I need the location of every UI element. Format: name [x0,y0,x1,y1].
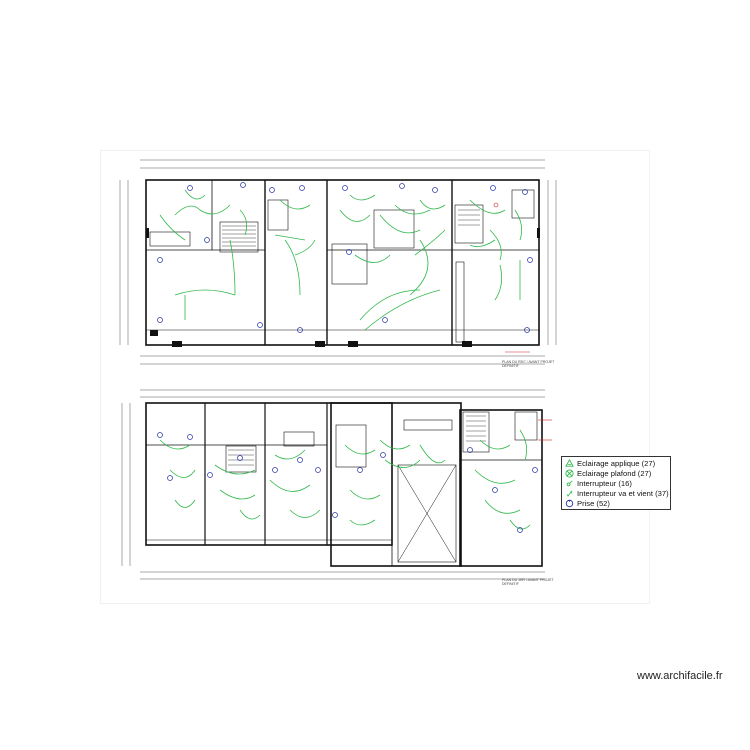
electrical-symbols [157,182,538,533]
legend-item-prise: Prise (52) [565,499,667,509]
top-plan-title: PLAN DU RDC / AVANT PROJET DEFINITIF [502,360,555,368]
top-plan-walls [145,179,540,347]
socket-icon [565,500,574,508]
legend-item-plafond: Eclairage plafond (27) [565,468,667,478]
watermark-link[interactable]: www.archifacile.fr [637,670,723,682]
plan-sheet [100,150,650,604]
bottom-plan-title: PLAN DU 1ER / AVANT PROJET DEFINITIF [502,578,554,586]
legend-label: Eclairage plafond (27) [577,468,652,478]
switch-icon [566,480,573,487]
legend-label: Eclairage applique (27) [577,458,656,468]
top-plan-wiring [159,189,523,331]
legend-label: Prise (52) [577,499,610,509]
two-way-switch-icon [566,490,573,497]
bottom-plan-dimensions [121,389,545,580]
ceiling-light-icon [565,469,574,478]
top-plan-dimensions [119,159,557,365]
legend: Eclairage applique (27) Eclairage plafon… [561,456,671,510]
legend-label: Interrupteur (16) [577,478,632,488]
legend-item-va-et-vient: Interrupteur va et vient (37) [565,489,669,499]
bottom-plan-wiring [159,429,531,530]
legend-item-applique: Eclairage applique (27) [565,458,667,468]
bottom-plan-walls [145,402,543,567]
legend-item-interrupteur: Interrupteur (16) [565,478,667,488]
red-annotations [493,202,552,441]
legend-label: Interrupteur va et vient (37) [577,489,669,499]
applique-light-icon [565,458,574,467]
